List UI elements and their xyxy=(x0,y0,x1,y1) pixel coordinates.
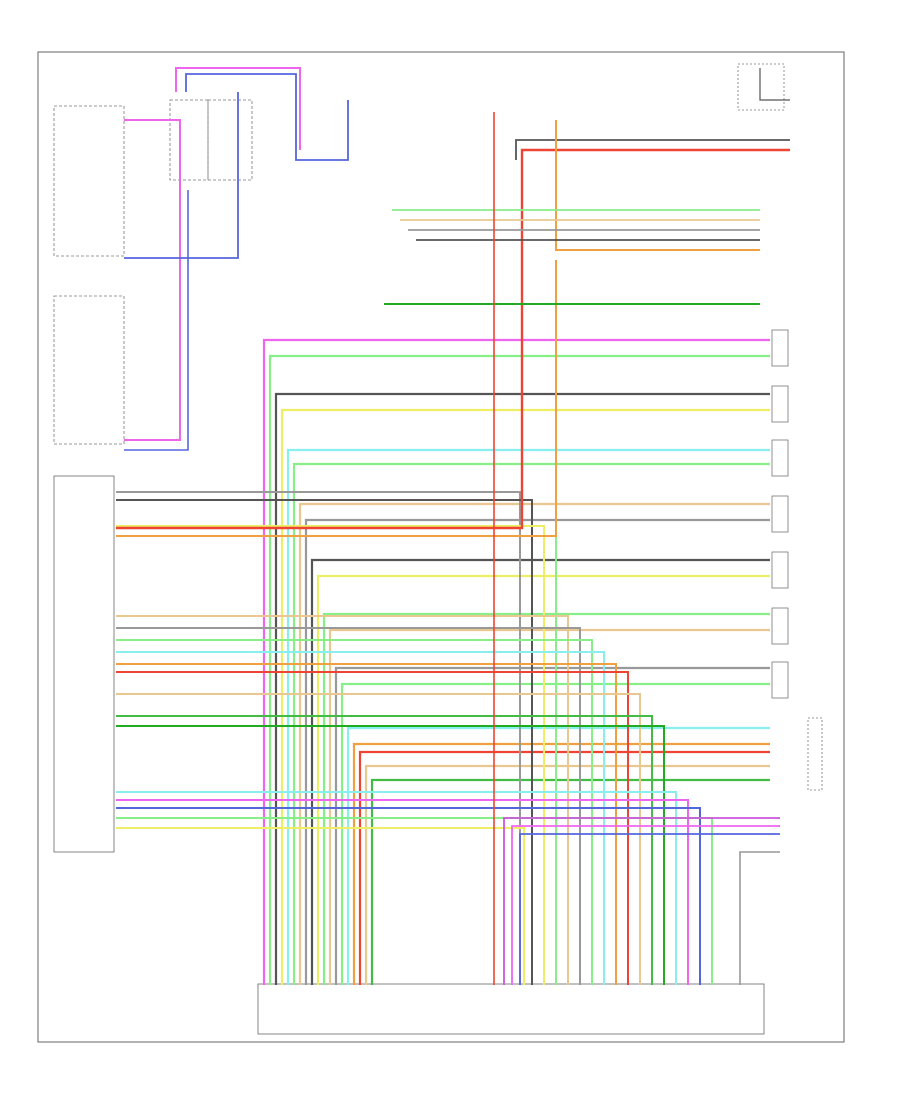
speaker-connector-2 xyxy=(771,385,789,423)
speaker-wire-1 xyxy=(262,338,770,985)
speaker-wire-19 xyxy=(370,778,770,985)
radio-wire-10 xyxy=(116,671,629,985)
speaker-wire-12 xyxy=(328,628,770,985)
speaker-wire-11 xyxy=(322,612,770,985)
switch-feed-pink xyxy=(124,119,181,441)
top-feed-blue xyxy=(185,73,349,161)
speaker-wire-3 xyxy=(274,392,770,985)
speaker-connector-1 xyxy=(771,329,789,367)
radio-wire-15 xyxy=(116,799,689,985)
top-feed-pink xyxy=(175,67,301,150)
radio-wire-6 xyxy=(116,627,581,985)
radio-wire-3 xyxy=(116,525,545,985)
radio-wire-14 xyxy=(116,791,677,985)
radio-wire-16 xyxy=(116,807,701,985)
radio-wire-7 xyxy=(116,639,593,985)
radio-connector-block xyxy=(53,475,115,853)
speaker-wire-10 xyxy=(316,574,770,985)
speaker-wire-5 xyxy=(286,448,770,985)
radio-wire-18 xyxy=(116,827,525,985)
feed-violet xyxy=(503,817,780,985)
speaker-connector-5 xyxy=(771,551,789,589)
radio-wire-5 xyxy=(116,615,569,985)
bottom-module-connector xyxy=(257,983,765,1035)
steering-switch-assembly-upper xyxy=(53,105,125,257)
speaker-wire-2 xyxy=(268,354,770,985)
speaker-wire-13 xyxy=(334,666,770,985)
speaker-connector-7 xyxy=(771,661,789,699)
rear-subwoofer-connector xyxy=(807,717,823,791)
feed-pink xyxy=(511,825,780,985)
speaker-wire-7 xyxy=(298,502,770,985)
speaker-wire-6 xyxy=(292,462,770,985)
feed-gray xyxy=(739,851,780,985)
speaker-connector-6 xyxy=(771,607,789,645)
radio-wire-11 xyxy=(116,693,641,985)
antenna-module xyxy=(737,63,785,111)
radio-wire-12 xyxy=(116,715,653,985)
speaker-wire-4 xyxy=(280,408,770,985)
speaker-wire-15 xyxy=(346,726,770,985)
battery-feed-red xyxy=(116,148,790,530)
orange-feed xyxy=(555,120,760,251)
radio-wire-17 xyxy=(116,817,713,985)
speaker-wire-9 xyxy=(310,558,770,985)
speaker-wire-16 xyxy=(352,742,770,985)
switch-return-blue xyxy=(124,190,189,451)
ground-feed xyxy=(515,139,790,160)
speaker-connector-4 xyxy=(771,495,789,533)
radio-wire-8 xyxy=(116,651,605,985)
feed-blue xyxy=(519,833,780,985)
radio-wire-9 xyxy=(116,663,617,985)
orange-feed-2 xyxy=(116,260,557,537)
speaker-connector-3 xyxy=(771,439,789,477)
antenna-lead xyxy=(759,68,790,101)
steering-switch-assembly-lower xyxy=(53,295,125,445)
radio-wire-1 xyxy=(116,491,521,985)
diagram-border xyxy=(37,51,845,1043)
speaker-wire-17 xyxy=(358,750,770,985)
wire-layer xyxy=(116,67,790,985)
speaker-wire-8 xyxy=(304,518,770,985)
switch-feed-blue xyxy=(124,92,239,259)
speaker-wire-18 xyxy=(364,764,770,985)
radio-wire-13 xyxy=(116,725,665,985)
module-box-left xyxy=(169,99,209,181)
radio-wire-2 xyxy=(116,499,533,985)
module-box-right xyxy=(207,99,253,181)
